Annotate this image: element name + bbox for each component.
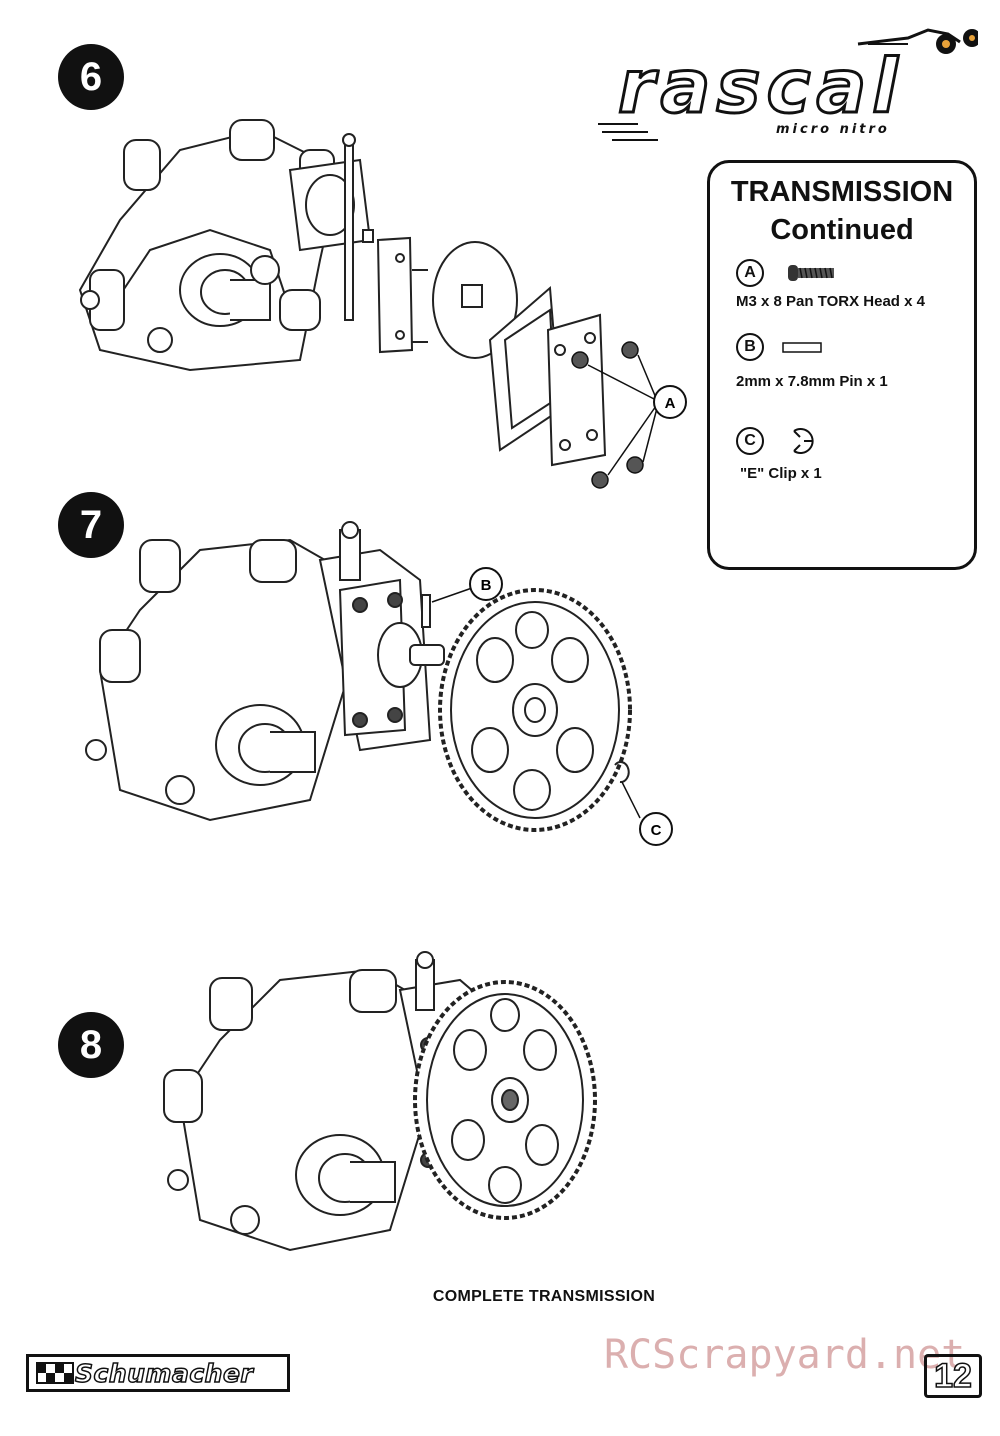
part-c-letter: C — [736, 427, 764, 455]
part-a-letter: A — [736, 259, 764, 287]
parts-box: TRANSMISSION Continued A M3 x 8 Pan TORX… — [707, 160, 977, 570]
logo-wordmark: rascal — [617, 44, 904, 130]
part-b-label: 2mm x 7.8mm Pin x 1 — [736, 373, 888, 390]
rascal-logo: rascal micro nitro — [598, 22, 990, 142]
parts-title-line2: Continued — [770, 214, 914, 246]
parts-box-title: TRANSMISSION Continued — [710, 173, 974, 249]
logo-subtitle: micro nitro — [776, 122, 890, 137]
brand-name: Schumacher — [74, 1358, 254, 1389]
step-6-illustration: A — [78, 119, 687, 489]
watermark: RCScrapyard.net — [604, 1332, 966, 1378]
schumacher-logo: Schumacher — [26, 1354, 290, 1392]
parts-title-line1: TRANSMISSION — [730, 176, 954, 208]
step-7-badge: 7 — [58, 492, 124, 558]
callout-c-label: C — [651, 822, 662, 839]
step-8-illustration — [163, 951, 597, 1252]
checkered-flag-icon — [35, 1360, 75, 1386]
complete-transmission-caption: COMPLETE TRANSMISSION — [432, 1288, 656, 1305]
step-8-badge: 8 — [58, 1012, 124, 1078]
pan-head-screw-icon — [788, 265, 834, 281]
buggy-icon — [857, 28, 978, 54]
part-c-label: "E" Clip x 1 — [740, 465, 822, 482]
e-clip-icon — [793, 428, 814, 454]
callout-a-label: A — [665, 395, 676, 412]
logo-speed-lines — [598, 123, 658, 141]
page-number: 12 — [924, 1354, 982, 1398]
pin-icon — [782, 342, 822, 353]
part-a-label: M3 x 8 Pan TORX Head x 4 — [736, 293, 925, 310]
step-6-badge: 6 — [58, 44, 124, 110]
part-b-letter: B — [736, 333, 764, 361]
step-7-illustration: B C — [85, 521, 673, 846]
callout-b-label: B — [481, 577, 492, 594]
